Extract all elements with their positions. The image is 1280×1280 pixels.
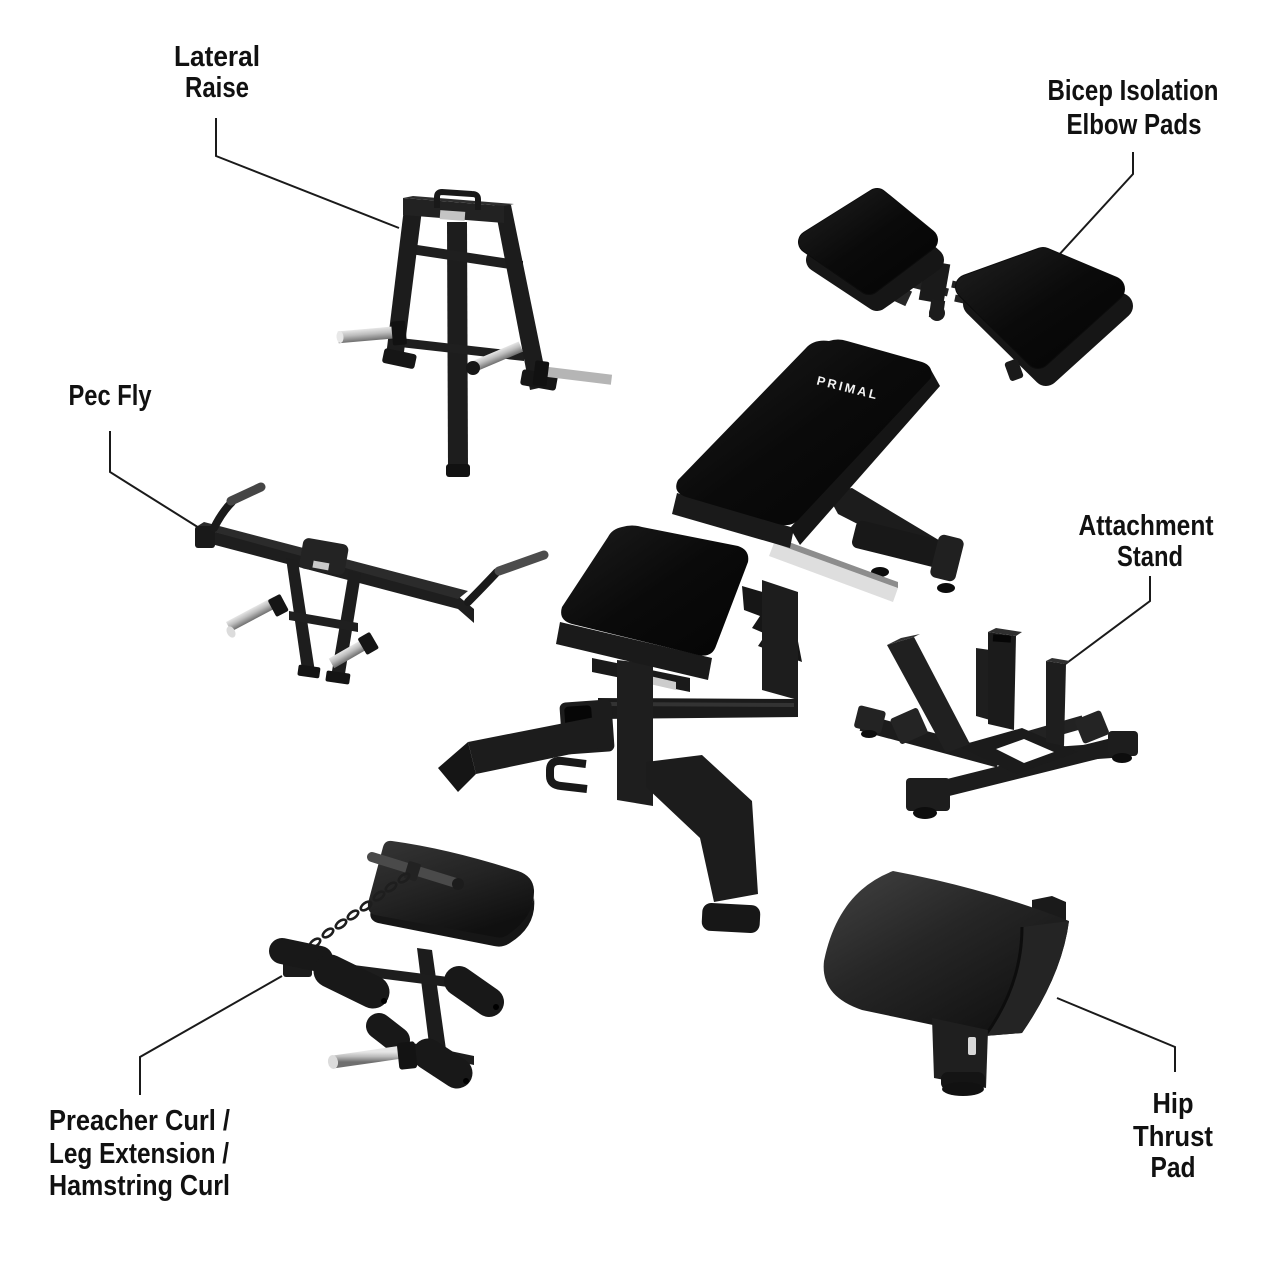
svg-text:Hamstring Curl: Hamstring Curl <box>49 1170 230 1202</box>
svg-text:Hip: Hip <box>1153 1088 1194 1120</box>
svg-text:Bicep Isolation: Bicep Isolation <box>1048 75 1219 107</box>
svg-text:Raise: Raise <box>185 72 249 104</box>
svg-text:Pad: Pad <box>1151 1152 1196 1184</box>
svg-text:Preacher Curl /: Preacher Curl / <box>49 1105 230 1137</box>
svg-text:Leg Extension /: Leg Extension / <box>49 1138 229 1170</box>
svg-text:Pec Fly: Pec Fly <box>69 380 152 412</box>
svg-text:Attachment: Attachment <box>1079 510 1214 542</box>
svg-text:Lateral: Lateral <box>174 41 260 73</box>
svg-text:Thrust: Thrust <box>1133 1121 1213 1153</box>
svg-text:Elbow Pads: Elbow Pads <box>1067 109 1202 141</box>
svg-text:Stand: Stand <box>1117 541 1183 573</box>
